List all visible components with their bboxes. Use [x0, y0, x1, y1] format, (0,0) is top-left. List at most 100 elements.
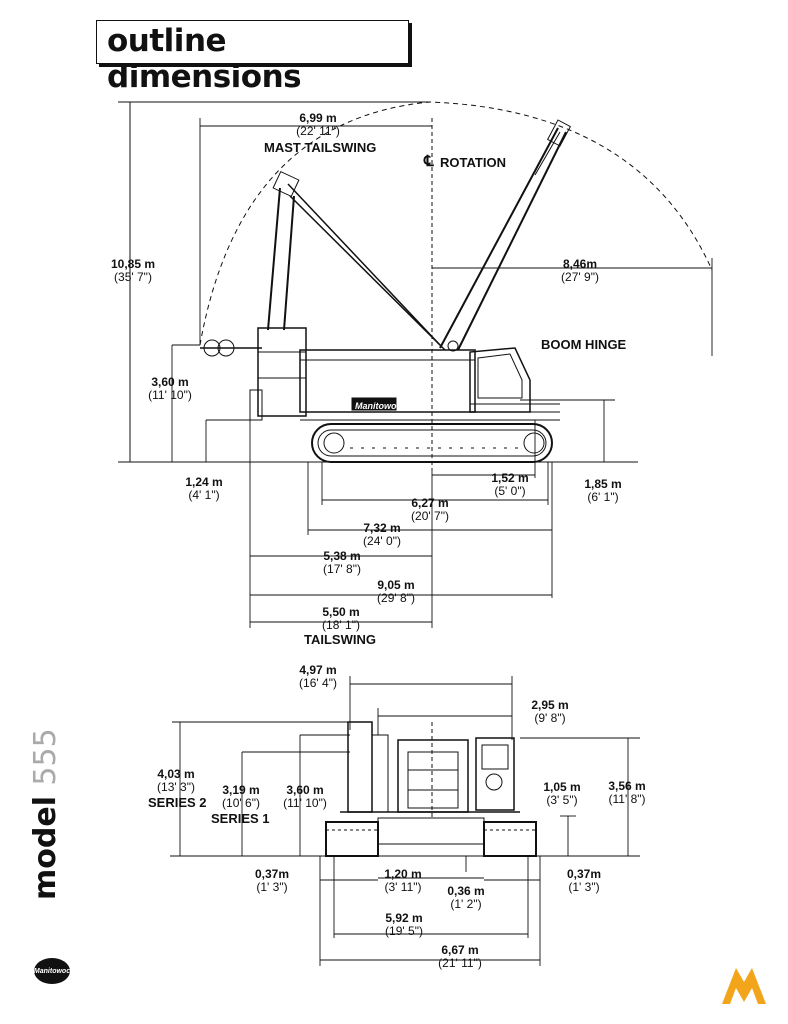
mast-height-label: 3,60 m(11' 10"): [283, 784, 327, 810]
front-view-ground: [170, 721, 640, 857]
counterweight-clearance-imperial: (4' 1"): [188, 488, 220, 502]
counterweight-clearance-metric: 1,24 m: [185, 475, 223, 489]
shoe-left-label: 0,37m(1' 3"): [255, 868, 289, 894]
tailswing-imperial: (18' 1"): [322, 618, 360, 632]
cab-top-height-metric: 3,56 m: [608, 779, 646, 793]
brand-logo: Manitowoc: [34, 958, 70, 984]
boom-radius-label: 8,46m(27' 9"): [561, 258, 599, 284]
shoe-left-imperial: (1' 3"): [256, 880, 288, 894]
rotation-caption: ROTATION: [440, 155, 506, 170]
gauge-metric: 5,92 m: [385, 911, 423, 925]
upper-width-metric: 4,97 m: [299, 663, 337, 677]
cab-width-imperial: (9' 8"): [534, 711, 566, 725]
mast-height-imperial: (11' 10"): [283, 796, 327, 810]
overall-height-metric: 10,85 m: [110, 257, 156, 271]
mast-height-metric: 3,60 m: [286, 783, 324, 797]
series1-caption: SERIES 1: [211, 811, 270, 826]
title-box: outline dimensions: [96, 20, 409, 95]
series2-height-label: 4,03 m(13' 3"): [157, 768, 195, 794]
upper-width-label: 4,97 m(16' 4"): [299, 664, 337, 690]
series2-caption: SERIES 2: [148, 795, 207, 810]
mast-tailswing-imperial: (22' 11"): [296, 124, 340, 138]
side-boom: [439, 119, 572, 352]
front-upperworks: [340, 721, 520, 818]
step-height-label: 1,05 m(3' 5"): [543, 781, 580, 807]
swing-arc: [199, 101, 713, 346]
mast-tailswing-metric: 6,99 m: [299, 111, 337, 125]
upper-width-imperial: (16' 4"): [299, 676, 337, 690]
mast-tailswing-caption: MAST TAILSWING: [264, 140, 377, 155]
boom-hinge-height-metric: 1,85 m: [584, 477, 622, 491]
cab-width-label: 2,95 m(9' 8"): [531, 699, 568, 725]
overall-width-label: 6,67 m(21' 11"): [438, 944, 482, 970]
side-upperworks: [249, 327, 560, 421]
overall-width-imperial: (21' 11"): [438, 956, 482, 970]
crawler-length-imperial: (24' 0"): [363, 534, 401, 548]
boom-radius-imperial: (27' 9"): [561, 270, 599, 284]
cab-height-label: 3,60 m(11' 10"): [148, 376, 192, 402]
cab-top-height-label: 3,56 m(11' 8"): [608, 780, 645, 806]
series2-height-metric: 4,03 m: [157, 767, 195, 781]
model-number: 555: [28, 728, 63, 786]
counterweight-clearance-label: 1,24 m(4' 1"): [185, 476, 222, 502]
model-label-text: model: [28, 796, 63, 900]
overall-length-metric: 9,05 m: [377, 578, 415, 592]
track-length-imperial: (20' 7"): [411, 509, 449, 523]
track-gap-label: 1,20 m(3' 11"): [384, 868, 421, 894]
track-gap-imperial: (3' 11"): [384, 880, 422, 894]
shoe-right-metric: 0,37m: [566, 867, 602, 881]
overall-length-imperial: (29' 8"): [377, 591, 415, 605]
boom-hinge-height-label: 1,85 m(6' 1"): [584, 478, 621, 504]
overall-length-label: 9,05 m(29' 8"): [377, 579, 415, 605]
boom-hinge-height-imperial: (6' 1"): [587, 490, 619, 504]
hinge-to-rotation-imperial: (5' 0"): [494, 484, 526, 498]
shoe-right-imperial: (1' 3"): [568, 880, 600, 894]
cab-width-metric: 2,95 m: [531, 698, 569, 712]
front-dimension-lines: [179, 676, 629, 966]
page-title: outline dimensions: [107, 23, 302, 95]
track-length-metric: 6,27 m: [411, 496, 449, 510]
series1-height-metric: 3,19 m: [222, 783, 260, 797]
overall-width-metric: 6,67 m: [441, 943, 479, 957]
hinge-to-rotation-metric: 1,52 m: [491, 471, 529, 485]
ground-clearance-imperial: (1' 2"): [450, 897, 482, 911]
tailswing-label: 5,50 m(18' 1"): [322, 606, 360, 632]
overall-height-imperial: (35' 7"): [114, 270, 152, 284]
side-mast: [200, 170, 446, 357]
rear-to-rotation-label: 5,38 m(17' 8"): [323, 550, 361, 576]
cab-height-imperial: (11' 10"): [148, 388, 192, 402]
rotation-symbol: ℄: [424, 153, 434, 170]
crawler-length-metric: 7,32 m: [363, 521, 401, 535]
ground-clearance-metric: 0,36 m: [447, 884, 485, 898]
mast-tailswing-label: 6,99 m(22' 11"): [296, 112, 340, 138]
shoe-left-metric: 0,37m: [254, 867, 290, 881]
boom-radius-metric: 8,46m: [562, 257, 598, 271]
model-label: model 555: [28, 728, 63, 900]
crawler-length-label: 7,32 m(24' 0"): [363, 522, 401, 548]
track-gap-metric: 1,20 m: [384, 867, 422, 881]
step-height-imperial: (3' 5"): [546, 793, 578, 807]
series1-height-label: 3,19 m(10' 6"): [222, 784, 260, 810]
boom-hinge-caption: BOOM HINGE: [541, 337, 627, 352]
ground-clearance-label: 0,36 m(1' 2"): [447, 885, 484, 911]
front-crawlers: [325, 817, 537, 857]
body-brand-text: Manitowoc: [355, 401, 402, 411]
hinge-to-rotation-label: 1,52 m(5' 0"): [491, 472, 528, 498]
rear-to-rotation-metric: 5,38 m: [323, 549, 361, 563]
gauge-imperial: (19' 5"): [385, 924, 423, 938]
tailswing-metric: 5,50 m: [322, 605, 360, 619]
series1-height-imperial: (10' 6"): [222, 796, 260, 810]
cab-top-height-imperial: (11' 8"): [608, 792, 646, 806]
side-dimension-lines: [171, 118, 713, 628]
cab-height-metric: 3,60 m: [151, 375, 189, 389]
overall-height-label: 10,85 m(35' 7"): [111, 258, 155, 284]
shoe-right-label: 0,37m(1' 3"): [567, 868, 601, 894]
rear-to-rotation-imperial: (17' 8"): [323, 562, 361, 576]
tailswing-caption: TAILSWING: [304, 632, 376, 647]
step-height-metric: 1,05 m: [543, 780, 581, 794]
gauge-label: 5,92 m(19' 5"): [385, 912, 423, 938]
series2-height-imperial: (13' 3"): [157, 780, 195, 794]
track-length-label: 6,27 m(20' 7"): [411, 497, 449, 523]
cm-logo-icon: [722, 968, 766, 1004]
